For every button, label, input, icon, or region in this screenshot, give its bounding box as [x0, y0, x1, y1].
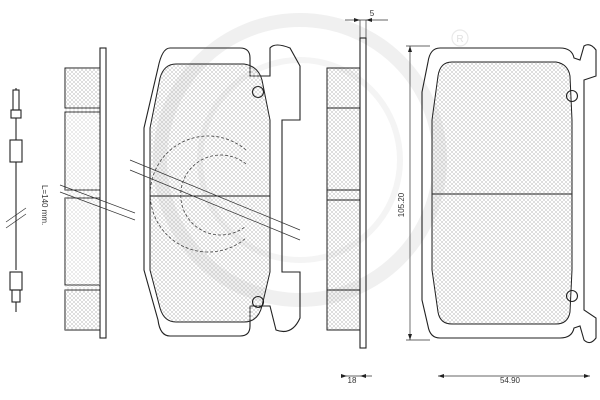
wear-sensor: L=140 mm.: [5, 88, 49, 312]
dimension-thickness-top: 5: [370, 9, 375, 18]
pad-back-view: 105.20 54.90: [397, 44, 597, 385]
mounting-hole-icon: [251, 295, 265, 309]
dimension-width: 54.90: [500, 376, 521, 385]
mounting-hole-icon: [251, 85, 265, 99]
dimension-thickness-bottom: 18: [348, 376, 357, 385]
mounting-hole-icon: [565, 89, 579, 103]
sensor-length-label: L=140 mm.: [40, 185, 49, 225]
registered-mark-letter: R: [456, 34, 463, 45]
dimension-height: 105.20: [397, 192, 406, 217]
mounting-hole-icon: [565, 289, 579, 303]
pad-front-view: [59, 44, 301, 337]
registered-mark-icon: [451, 29, 469, 47]
side-view-right: 5 18: [326, 9, 388, 385]
side-view-left: [64, 47, 107, 339]
